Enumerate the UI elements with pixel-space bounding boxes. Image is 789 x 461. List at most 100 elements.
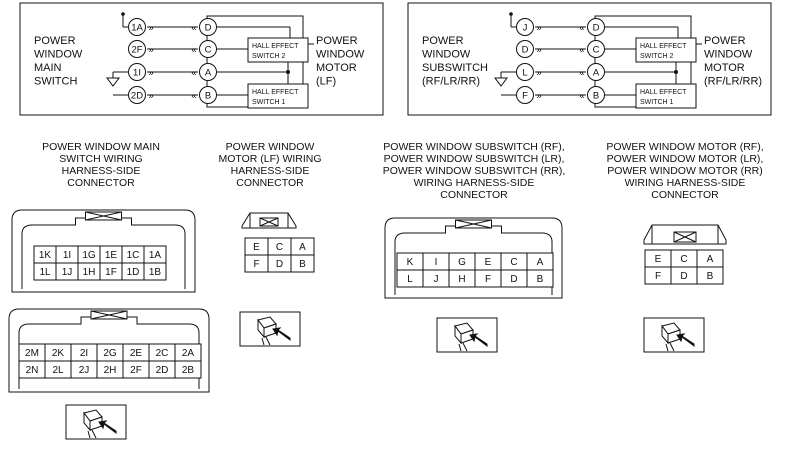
connector-symbol: » <box>536 45 541 56</box>
pin-label: G <box>458 257 466 268</box>
switch-terminal <box>516 18 534 36</box>
motor-terminal-label: C <box>205 45 212 56</box>
connector-symbol: « <box>579 68 584 79</box>
switch-terminal-label: 2F <box>131 45 142 56</box>
motor-label: (RF/LR/RR) <box>704 76 762 88</box>
probe-wire <box>669 342 675 352</box>
motor-terminal-label: D <box>205 23 212 34</box>
pin-label: 1G <box>82 250 96 261</box>
pin-label: A <box>707 254 714 265</box>
switch-label: POWER <box>34 35 76 47</box>
connector-symbol: « <box>191 23 196 34</box>
switch-terminal-label: 1A <box>131 23 143 34</box>
hall-switch-2-label: HALL EFFECT <box>252 43 299 50</box>
hall-switch-2-label: SWITCH 2 <box>252 53 286 60</box>
hall-switch-1-label: HALL EFFECT <box>640 89 687 96</box>
motor-terminal <box>587 18 605 36</box>
pin-label: 2C <box>156 348 169 359</box>
hall-switch-1-label: SWITCH 1 <box>252 99 286 106</box>
connector-symbol: » <box>536 23 541 34</box>
junction-dot <box>509 12 513 16</box>
pin-cell <box>526 269 554 288</box>
switch-terminal-label: 2D <box>131 91 143 102</box>
connector-caption: CONNECTOR <box>67 177 135 189</box>
connector-symbol: » <box>536 91 541 102</box>
pin-label: B <box>537 274 544 285</box>
pin-label: A <box>299 242 306 253</box>
connector-symbol: » <box>148 68 153 79</box>
connector-caption: HARNESS-SIDE <box>231 165 310 177</box>
motor-label: POWER <box>316 35 358 47</box>
motor-label: POWER <box>704 35 746 47</box>
pin-label: 2M <box>25 348 39 359</box>
connector-caption: SWITCH WIRING <box>59 153 142 165</box>
ground-symbol <box>494 77 508 87</box>
pin-label: 2N <box>26 365 39 376</box>
schematic-subswitch: POWERWINDOWSUBSWITCH(RF/LR/RR)POWERWINDO… <box>407 2 772 116</box>
probe-wire <box>91 429 97 439</box>
motor-terminal <box>199 86 217 104</box>
schematic-frame <box>407 2 772 116</box>
connector-caption: CONNECTOR <box>236 177 304 189</box>
probe-arrow-icon <box>272 327 291 341</box>
probe-arrow-icon <box>469 333 488 347</box>
pin-label: B <box>707 271 714 282</box>
switch-label: WINDOW <box>34 49 83 61</box>
motor-terminal-label: C <box>593 45 600 56</box>
probe-wire <box>458 343 462 352</box>
connector-symbol: » <box>148 91 153 102</box>
pin-label: D <box>510 274 517 285</box>
connector-caption: POWER WINDOW MOTOR (RF), <box>606 141 763 153</box>
connector-symbol: » <box>148 45 153 56</box>
connector-symbol: « <box>579 91 584 102</box>
probe-wire <box>261 337 265 346</box>
connector-caption: POWER WINDOW MAIN <box>42 141 160 153</box>
hall-switch-1-box <box>247 83 309 109</box>
motor-terminal <box>199 63 217 81</box>
connector-caption: CONNECTOR <box>440 189 508 201</box>
connector-symbol: « <box>191 45 196 56</box>
pin-cell <box>696 266 724 285</box>
ground-symbol <box>106 77 120 87</box>
motor-terminal-label: A <box>593 68 600 79</box>
switch-label: POWER <box>422 35 464 47</box>
latch-cross <box>259 217 279 227</box>
motor-terminal <box>587 63 605 81</box>
switch-terminal <box>516 63 534 81</box>
pin-label: J <box>434 274 439 285</box>
connector-subswitch: POWER WINDOW SUBSWITCH (RF),POWER WINDOW… <box>383 141 565 353</box>
connector-caption: POWER WINDOW MOTOR (LR), <box>607 153 764 165</box>
connector-motor-sub: POWER WINDOW MOTOR (RF),POWER WINDOW MOT… <box>606 141 764 353</box>
pin-label: 2E <box>130 348 143 359</box>
connector-symbol: « <box>191 91 196 102</box>
pin-label: 1D <box>127 267 140 278</box>
motor-terminal <box>199 18 217 36</box>
subswitch-housing <box>384 217 563 299</box>
pin-label: E <box>655 254 662 265</box>
latch-cross <box>85 211 122 221</box>
switch-terminal <box>516 40 534 58</box>
connector-symbol: « <box>579 45 584 56</box>
motor-terminal <box>587 40 605 58</box>
latch-cross <box>455 219 492 229</box>
pin-label: B <box>299 259 306 270</box>
pin-label: 1A <box>149 250 162 261</box>
pin-label: 1I <box>63 250 71 261</box>
connector-caption: POWER WINDOW SUBSWITCH (LR), <box>384 153 565 165</box>
hall-switch-1-label: SWITCH 1 <box>640 99 674 106</box>
switch-label: WINDOW <box>422 49 471 61</box>
motor-terminal-label: D <box>593 23 600 34</box>
junction-dot <box>121 12 125 16</box>
switch-terminal <box>128 40 146 58</box>
motor-label: MOTOR <box>704 62 745 74</box>
pin-label: C <box>276 242 283 253</box>
pin-label: F <box>655 271 661 282</box>
pin-label: 2H <box>104 365 117 376</box>
pin-label: D <box>276 259 283 270</box>
hall-switch-1-label: HALL EFFECT <box>252 89 299 96</box>
motor-terminal <box>587 86 605 104</box>
switch-label: (RF/LR/RR) <box>422 76 480 88</box>
pin-label: 1E <box>105 250 118 261</box>
schematic-frame <box>19 2 384 116</box>
